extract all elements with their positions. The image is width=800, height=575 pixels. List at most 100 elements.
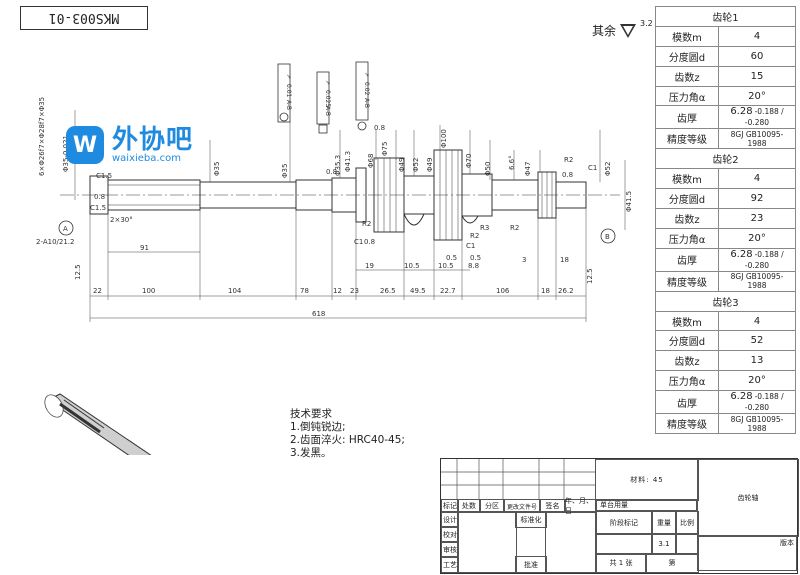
dim-upper-6: 18 bbox=[560, 256, 569, 264]
dim-h-9: 106 bbox=[496, 287, 510, 295]
spec-value: 6.28 bbox=[730, 391, 753, 403]
radius-4: R2 bbox=[564, 156, 573, 164]
chamfer-0: C1.5 bbox=[96, 172, 112, 180]
dim-h-4: 12 bbox=[333, 287, 342, 295]
row-design: 设计 bbox=[441, 511, 459, 528]
spec-value: 4 bbox=[753, 315, 761, 327]
shoulder bbox=[355, 167, 367, 223]
version: 版本 bbox=[697, 535, 797, 571]
tech-req-item-1: 1.倒钝锐边; bbox=[290, 421, 346, 433]
revision-grid bbox=[441, 459, 595, 499]
dim-dia-8: Φ52 bbox=[412, 158, 420, 172]
radius-3: R2 bbox=[510, 224, 519, 232]
spec-value: 4 bbox=[753, 30, 761, 42]
spec-key: 模数m bbox=[655, 25, 719, 47]
chamfer-1: C1.5 bbox=[90, 204, 106, 212]
row-review: 审核 bbox=[441, 541, 459, 558]
dim-dia-12: Φ50 bbox=[484, 162, 492, 176]
chamfer-3: C1 bbox=[466, 242, 475, 250]
tech-req-title: 技术要求 bbox=[290, 408, 332, 420]
hdr-signature: 签名 bbox=[539, 499, 566, 513]
dim-upper-1: 19 bbox=[365, 262, 374, 270]
tolerance-frames bbox=[277, 61, 369, 134]
spec-value: 52 bbox=[750, 335, 764, 347]
dim-h-8: 22.7 bbox=[440, 287, 456, 295]
radius-1: R2 bbox=[470, 232, 479, 240]
datum-a: A bbox=[63, 225, 68, 233]
hdr-zone: 分区 bbox=[479, 499, 505, 513]
dim-upper-2: 10.5 bbox=[404, 262, 420, 270]
scale: 比例 bbox=[675, 511, 699, 535]
surface-roughness-note: 其余 3.2 bbox=[592, 19, 653, 39]
finish-0: 0.8 bbox=[94, 193, 105, 201]
spec-key: 齿数z bbox=[655, 208, 719, 229]
dim-h-1: 100 bbox=[142, 287, 155, 295]
dim-spline: 6×Φ26f7×Φ28f7×Φ35 bbox=[38, 97, 46, 176]
spec-value: 6.28 bbox=[730, 248, 753, 260]
dim-h-6: 26.5 bbox=[380, 287, 396, 295]
dim-dia-1: Φ35 bbox=[213, 162, 221, 176]
spec-key: 分度圆d bbox=[655, 45, 719, 67]
spec-key: 压力角α bbox=[655, 227, 719, 249]
spec-key: 模数m bbox=[655, 168, 719, 190]
tol-frame-2-ref: A-B bbox=[324, 106, 331, 116]
title-block: 标记 处数 分区 更改文件号 签名 年、月、日 设计 校对 审核 工艺 标准化 … bbox=[440, 458, 799, 574]
stage-cells bbox=[595, 533, 653, 555]
dim-misc-1: 0.5 bbox=[470, 254, 481, 262]
spec-value: 13 bbox=[750, 355, 764, 367]
shaft-drawing: A B 22 100 104 78 12 23 26.5 49.5 22.7 1… bbox=[36, 61, 633, 455]
dim-h-5: 23 bbox=[350, 287, 359, 295]
spec-value: 60 bbox=[750, 50, 764, 62]
tech-req-item-3: 3.发黑。 bbox=[290, 447, 332, 459]
tol-frame-3-sym: ↗ bbox=[363, 72, 370, 77]
spec-value: 8GJ GB10095-1988 bbox=[730, 272, 784, 291]
technical-requirements: 技术要求 1.倒钝锐边; 2.齿面淬火: HRC40-45; 3.发黑。 bbox=[290, 408, 405, 460]
center-hole: 2-A10/21.2 bbox=[36, 238, 74, 246]
spec-key: 分度圆d bbox=[655, 330, 719, 352]
tol-frame-2-val: 0.025 bbox=[324, 90, 331, 107]
row-check: 校对 bbox=[441, 526, 459, 543]
finish-4: 0.8 bbox=[374, 124, 385, 132]
dim-dia-5: Φ68 bbox=[367, 154, 375, 168]
spec-key: 齿厚 bbox=[655, 390, 719, 415]
dim-upper-4: 8.8 bbox=[468, 262, 479, 270]
spec-value: 15 bbox=[750, 70, 764, 82]
roughness-value: 3.2 bbox=[640, 19, 653, 28]
shaft-end-right bbox=[555, 181, 587, 209]
dim-dia-4: Φ41.3 bbox=[344, 151, 352, 172]
finish-3: 0.8 bbox=[562, 171, 573, 179]
dim-h-10: 18 bbox=[541, 287, 550, 295]
tol-frame-3-ref: A-B bbox=[363, 98, 370, 108]
spec-value: 20° bbox=[748, 90, 766, 102]
dim-h-0: 22 bbox=[93, 287, 102, 295]
spec-value: 4 bbox=[753, 173, 761, 185]
row-process: 工艺 bbox=[441, 556, 459, 573]
outline-w-logo-icon: W bbox=[66, 126, 104, 164]
roughness-symbol-icon bbox=[620, 23, 637, 38]
spec-key: 精度等级 bbox=[655, 413, 719, 435]
watermark-logo: W 外协吧 waixieba.com bbox=[66, 126, 193, 164]
hdr-change-doc: 更改文件号 bbox=[503, 499, 541, 513]
tol-frame-1-ref: A-B bbox=[285, 100, 292, 110]
dim-misc-0: 0.5 bbox=[446, 254, 457, 262]
dim-upper-0: 91 bbox=[140, 244, 149, 252]
datum-markers bbox=[58, 220, 616, 244]
material: 材料: 45 bbox=[595, 459, 699, 501]
sheet-number: 第 bbox=[645, 553, 699, 573]
chamfer-5: 2×30° bbox=[110, 216, 133, 224]
spec-value: 8GJ GB10095-1988 bbox=[730, 414, 784, 433]
spec-tolerance: -0.188 / -0.280 bbox=[744, 392, 784, 413]
row-approve: 批准 bbox=[515, 556, 547, 573]
brand-url: waixieba.com bbox=[112, 152, 181, 164]
tol-frame-1-val: 0.01 bbox=[285, 84, 292, 98]
dim-dia-13: Φ47 bbox=[524, 162, 532, 176]
spec-value: 92 bbox=[750, 193, 764, 205]
roughness-12-5-left: 12.5 bbox=[74, 264, 82, 280]
chamfer-4: C1 bbox=[588, 164, 597, 172]
dim-dia-9: Φ49 bbox=[426, 158, 434, 172]
datum-b: B bbox=[605, 233, 610, 241]
spec-value: 6.28 bbox=[730, 106, 753, 118]
hdr-mark: 标记 bbox=[441, 499, 459, 513]
dim-dia-3: Φ35.3 bbox=[334, 155, 342, 176]
roughness-label: 其余 bbox=[592, 24, 617, 38]
